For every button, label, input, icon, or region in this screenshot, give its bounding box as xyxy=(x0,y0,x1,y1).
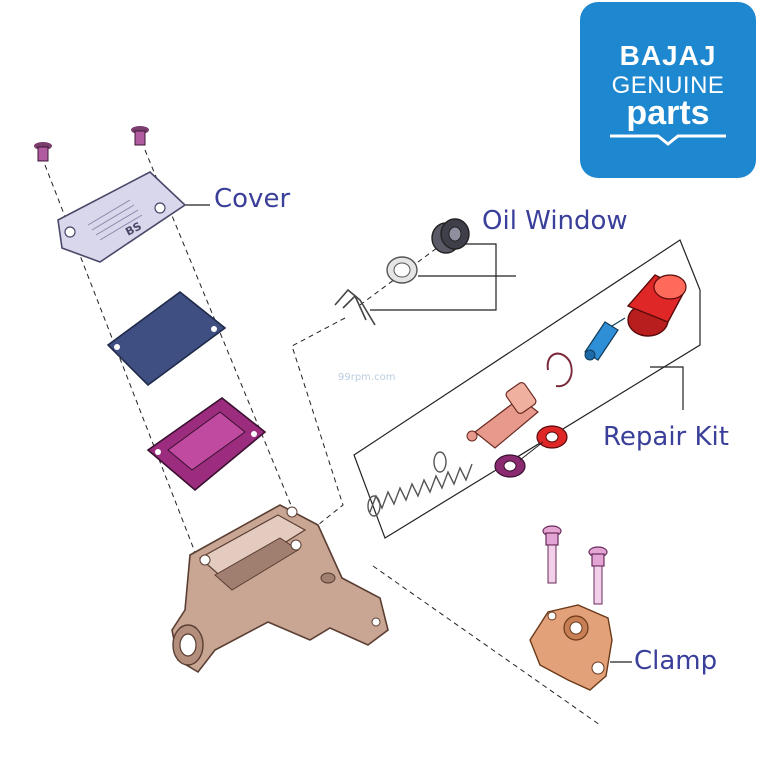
piston xyxy=(466,382,539,449)
logo-line2: parts xyxy=(626,94,710,132)
circlip xyxy=(546,352,573,388)
rubber-cup xyxy=(626,274,687,337)
spring xyxy=(367,451,473,517)
label-clamp: Clamp xyxy=(634,646,718,676)
purple-seal xyxy=(494,454,526,478)
logo-line1: GENUINE xyxy=(611,72,725,99)
washer xyxy=(386,256,418,284)
label-oil-window: Oil Window xyxy=(482,206,628,236)
handlebar-clamp xyxy=(529,604,613,691)
reservoir-cover: BS xyxy=(57,171,187,263)
bajaj-genuine-parts-logo: BAJAJ GENUINE parts xyxy=(580,2,756,178)
clamp-bolt-left xyxy=(542,525,562,584)
rubber-diaphragm xyxy=(146,397,267,492)
red-seal xyxy=(536,425,568,449)
label-repair-kit: Repair Kit xyxy=(603,422,729,452)
repair-kit-outline xyxy=(353,239,701,539)
watermark: 99rpm.com xyxy=(338,372,396,383)
spring-clip xyxy=(334,288,376,326)
logo-brand: BAJAJ xyxy=(619,40,717,71)
screw-right xyxy=(131,126,149,146)
seal-connector xyxy=(519,441,544,461)
screw-left xyxy=(34,142,52,162)
master-cylinder-body xyxy=(171,504,389,674)
logo-swoosh-icon xyxy=(610,134,726,146)
label-leader-lines xyxy=(178,204,684,663)
piston-pin xyxy=(584,317,626,361)
oil-window-grommet xyxy=(431,218,470,254)
clamp-bolt-right xyxy=(588,546,608,605)
diaphragm-plate xyxy=(106,290,227,387)
label-cover: Cover xyxy=(214,184,291,214)
